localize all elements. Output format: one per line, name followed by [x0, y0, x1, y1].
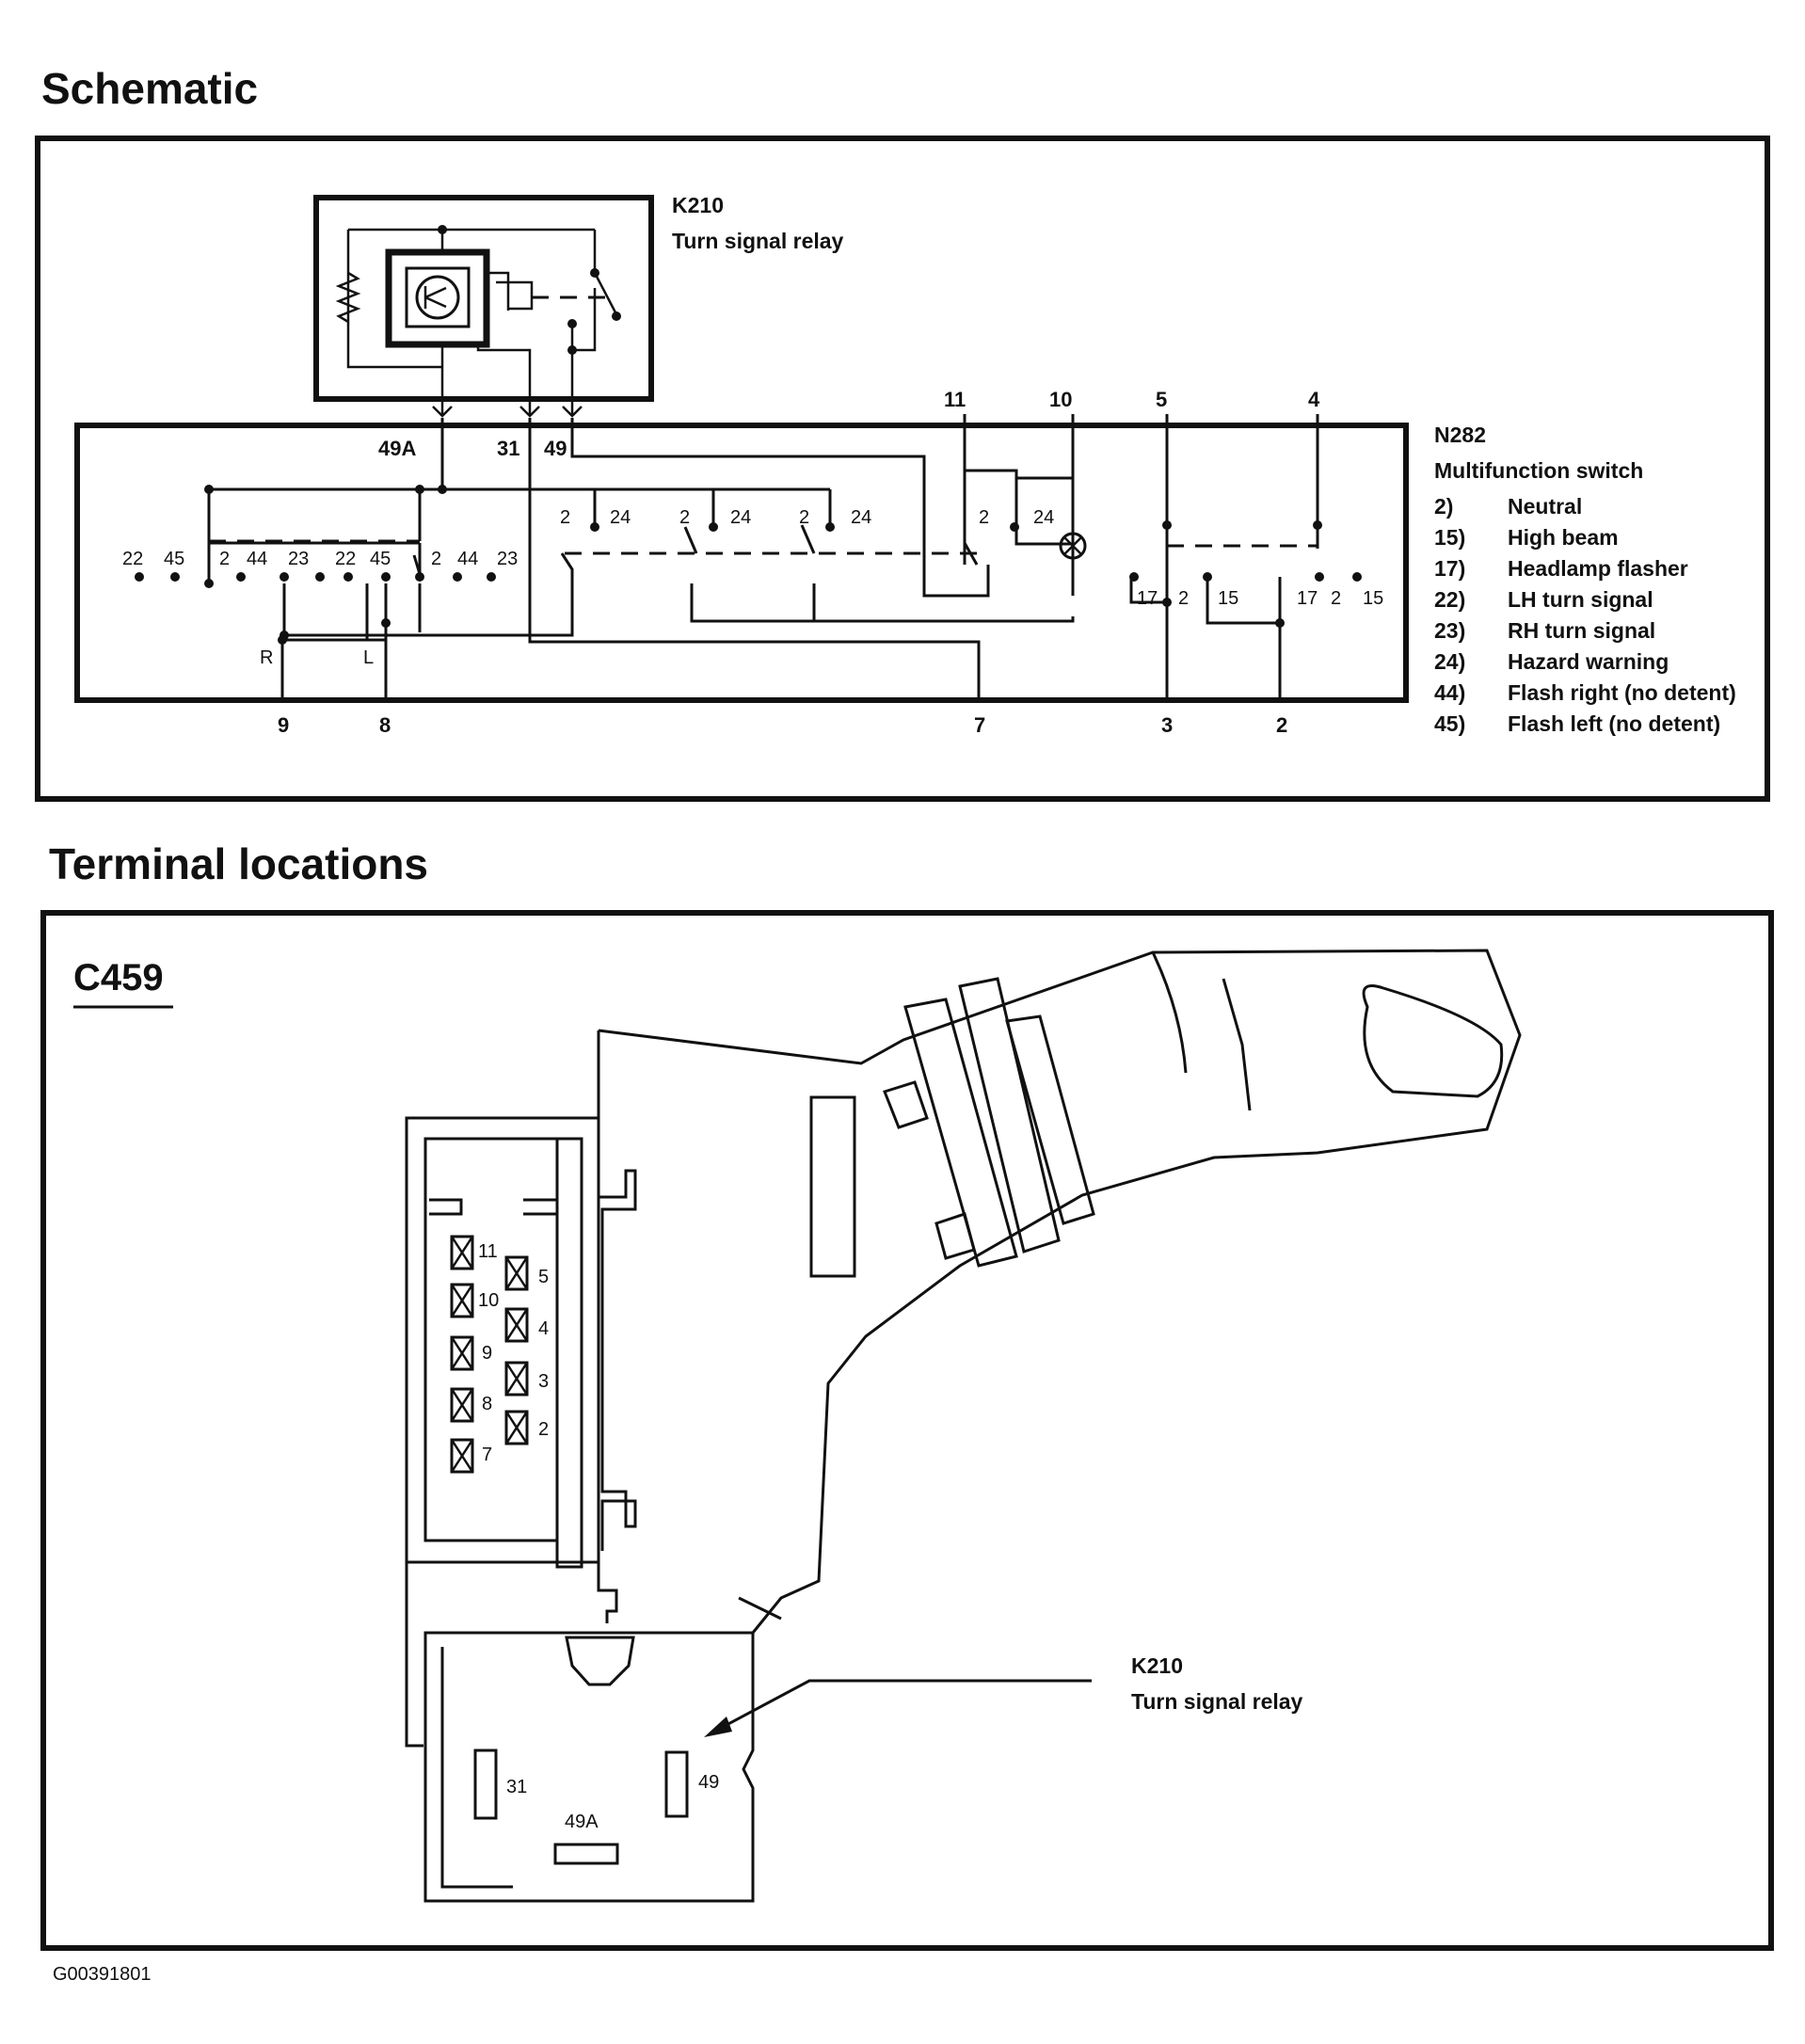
contact-2-e: 2 [799, 507, 809, 528]
relay-callout-arrow [704, 1679, 1092, 1737]
contact-15-left: 15 [1218, 588, 1238, 609]
contact-23-right: 23 [497, 549, 518, 569]
connector-pin-7: 7 [482, 1445, 492, 1465]
label-l: L [363, 647, 374, 668]
contact-2-b: 2 [431, 549, 441, 569]
switch-id: N282 [1434, 423, 1486, 447]
relay-k210-symbol [313, 195, 654, 418]
top-terminal-10: 10 [1049, 388, 1072, 411]
connector-pin-8: 8 [482, 1394, 492, 1414]
legend-num: 2) [1434, 494, 1453, 519]
relay-pin-31-location: 31 [506, 1777, 527, 1797]
contact-44-left: 44 [247, 549, 267, 569]
connector-pin-3: 3 [538, 1371, 549, 1392]
connector-pins-left [450, 1235, 474, 1474]
relay-pin-49a: 49A [378, 437, 416, 460]
contact-22-right: 22 [335, 549, 356, 569]
terminal-locations-heading: Terminal locations [49, 839, 428, 888]
bottom-terminal-7: 7 [974, 713, 985, 737]
callout-relay-id: K210 [1131, 1653, 1183, 1678]
relay-k210-module [423, 1631, 755, 1903]
contact-24-a: 24 [610, 507, 631, 528]
legend-num: 24) [1434, 649, 1465, 674]
schematic-heading: Schematic [41, 64, 258, 113]
legend-text: Neutral [1508, 494, 1582, 519]
contact-24-c: 24 [851, 507, 871, 528]
top-terminal-11: 11 [944, 388, 966, 411]
connector-pins-right [504, 1255, 529, 1445]
contact-45-right: 45 [370, 549, 391, 569]
connector-pin-9: 9 [482, 1343, 492, 1364]
contact-2-c: 2 [560, 507, 570, 528]
legend-num: 23) [1434, 618, 1465, 643]
legend-text: LH turn signal [1508, 587, 1653, 612]
top-terminal-5: 5 [1156, 388, 1167, 411]
contact-44-right: 44 [457, 549, 478, 569]
connector-pin-4: 4 [538, 1318, 549, 1339]
connector-pin-5: 5 [538, 1267, 549, 1287]
contact-15-right: 15 [1363, 588, 1383, 609]
legend-num: 45) [1434, 711, 1465, 736]
switch-contact-dots [135, 485, 1362, 645]
multifunction-switch-drawing [597, 949, 1522, 1634]
relay-id: K210 [672, 193, 724, 217]
bottom-terminal-8: 8 [379, 713, 391, 737]
legend-num: 15) [1434, 525, 1465, 550]
relay-pin-49-location: 49 [698, 1772, 719, 1793]
contact-2-a: 2 [219, 549, 230, 569]
legend-text: Hazard warning [1508, 649, 1669, 674]
switch-contact-labels: 22 45 2 44 23 22 45 2 44 23 2 24 2 24 2 … [122, 507, 1383, 668]
legend-text: RH turn signal [1508, 618, 1655, 643]
contact-17-right: 17 [1297, 588, 1318, 609]
relay-pin-49a-location: 49A [565, 1812, 599, 1832]
connector-c459-housing [405, 1116, 600, 1748]
contact-22-left: 22 [122, 549, 143, 569]
legend-text: Flash left (no detent) [1508, 711, 1720, 736]
label-r: R [260, 647, 273, 668]
legend-num: 22) [1434, 587, 1465, 612]
contact-17-left: 17 [1137, 588, 1158, 609]
legend-text: Headlamp flasher [1508, 556, 1688, 581]
relay-name: Turn signal relay [672, 229, 844, 253]
relay-pin-31: 31 [497, 437, 519, 460]
callout-relay-name: Turn signal relay [1131, 1689, 1303, 1714]
switch-name: Multifunction switch [1434, 458, 1643, 483]
contact-45-left: 45 [164, 549, 184, 569]
bottom-terminal-2: 2 [1276, 713, 1287, 737]
connector-pin-10: 10 [478, 1290, 499, 1311]
relay-pin-49: 49 [544, 437, 567, 460]
schematic-frame [35, 136, 1770, 802]
bottom-terminal-3: 3 [1161, 713, 1173, 737]
contact-2-d: 2 [679, 507, 690, 528]
legend-num: 44) [1434, 680, 1465, 705]
connector-pin-2: 2 [538, 1419, 549, 1440]
switch-legend: 2) Neutral 15) High beam 17) Headlamp fl… [1434, 494, 1736, 736]
connector-pin-11: 11 [478, 1241, 498, 1262]
contact-23-left: 23 [288, 549, 309, 569]
contact-2-g: 2 [1178, 588, 1189, 609]
figure-id: G00391801 [53, 1964, 152, 1985]
connector-c459-label: C459 [73, 957, 164, 998]
legend-num: 17) [1434, 556, 1465, 581]
legend-text: Flash right (no detent) [1508, 680, 1736, 705]
switch-wiring [207, 414, 1319, 698]
bottom-terminal-9: 9 [278, 713, 289, 737]
contact-2-h: 2 [1331, 588, 1341, 609]
terminal-locations-frame [40, 910, 1774, 1951]
contact-24-d: 24 [1033, 507, 1054, 528]
legend-text: High beam [1508, 525, 1619, 550]
switch-n282-frame [74, 423, 1409, 703]
contact-24-b: 24 [730, 507, 751, 528]
contact-2-f: 2 [979, 507, 989, 528]
top-terminal-4: 4 [1308, 388, 1320, 411]
